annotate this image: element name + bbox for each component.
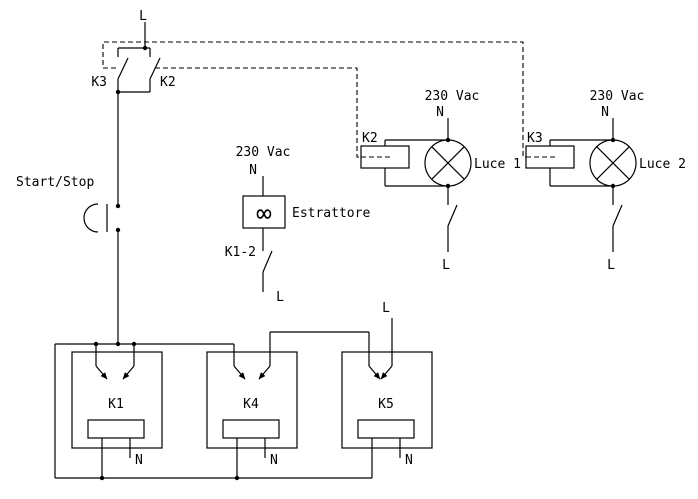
k1-coil-box — [87, 419, 145, 439]
k3-contact-blade — [117, 57, 129, 80]
relay-k1: K1 N — [71, 351, 163, 478]
luce1-switch-blade — [447, 204, 458, 227]
start-stop-label: Start/Stop — [16, 175, 94, 190]
contact-arrow — [233, 365, 246, 380]
contact-arrow — [122, 365, 135, 380]
k3-coil-label: K3 — [527, 131, 543, 146]
contact-arrow — [380, 365, 393, 380]
junction-dot — [610, 137, 616, 143]
estrattore-label: Estrattore — [292, 206, 370, 221]
contact-arrow — [368, 365, 381, 380]
lamp-cross — [431, 146, 465, 180]
estrattore-neutral-label: N — [249, 163, 257, 178]
estrattore-voltage-label: 230 Vac — [236, 145, 291, 160]
start-stop-button[interactable]: Start/Stop — [16, 175, 121, 233]
junction-dot — [610, 183, 616, 189]
k5-coil-box — [357, 419, 415, 439]
lamp-cross — [596, 146, 630, 180]
luce1-neutral-label: N — [436, 105, 444, 120]
luce1-line-label: L — [442, 258, 450, 273]
junction-dot — [115, 89, 121, 95]
k1-neutral-label: N — [135, 453, 143, 468]
k4-relay-label: K4 — [243, 397, 259, 412]
luce1-label: Luce 1 — [474, 157, 521, 172]
k2-link-dashed — [155, 67, 361, 158]
k5-neutral-label: N — [405, 453, 413, 468]
junction-dot — [445, 137, 451, 143]
k3-contact-label: K3 — [91, 75, 107, 90]
k3-link-dashed — [102, 41, 526, 158]
junction-dot — [93, 341, 99, 347]
k4-coil-box — [222, 419, 280, 439]
k2-contact-label: K2 — [160, 75, 176, 90]
k5-relay-box — [341, 351, 433, 449]
contact-arrow — [95, 365, 108, 380]
control-feed-section: L K3 K2 — [91, 9, 176, 206]
estrattore-branch: 230 Vac N ∞ Estrattore K1-2 L — [225, 145, 371, 305]
estrattore-line-label: L — [276, 290, 284, 305]
k4-neutral-label: N — [270, 453, 278, 468]
luce1-voltage-label: 230 Vac — [425, 89, 480, 104]
junction-dot — [115, 203, 121, 209]
k5-line-label: L — [382, 301, 390, 316]
junction-dot — [115, 341, 121, 347]
junction-dot — [142, 45, 148, 51]
k5-relay-label: K5 — [378, 397, 394, 412]
luce2-label: Luce 2 — [639, 157, 686, 172]
luce1-branch: 230 Vac N K2 Luce 1 L — [360, 89, 521, 273]
relay-k5: K5 N — [341, 351, 433, 478]
junction-dot — [131, 341, 137, 347]
luce2-neutral-label: N — [601, 105, 609, 120]
luce2-line-label: L — [607, 258, 615, 273]
mechanical-links — [102, 41, 526, 158]
k12-contact-blade — [262, 250, 273, 273]
fan-motor-box — [242, 195, 286, 229]
luce2-branch: 230 Vac N K3 Luce 2 L — [525, 89, 686, 273]
k12-contact-label: K1-2 — [225, 245, 256, 260]
pushbutton-actuator-icon — [83, 203, 99, 233]
junction-dot — [445, 183, 451, 189]
k1-relay-label: K1 — [108, 397, 124, 412]
line-terminal-label: L — [139, 9, 147, 24]
relay-k4: K4 N — [206, 351, 298, 478]
luce2-switch-blade — [612, 204, 623, 227]
k4-relay-box — [206, 351, 298, 449]
luce2-voltage-label: 230 Vac — [590, 89, 645, 104]
contact-arrow — [258, 365, 271, 380]
k2-coil-label: K2 — [362, 131, 378, 146]
k1-relay-box — [71, 351, 163, 449]
fan-icon: ∞ — [256, 199, 272, 229]
k2-contact-blade — [149, 57, 161, 80]
